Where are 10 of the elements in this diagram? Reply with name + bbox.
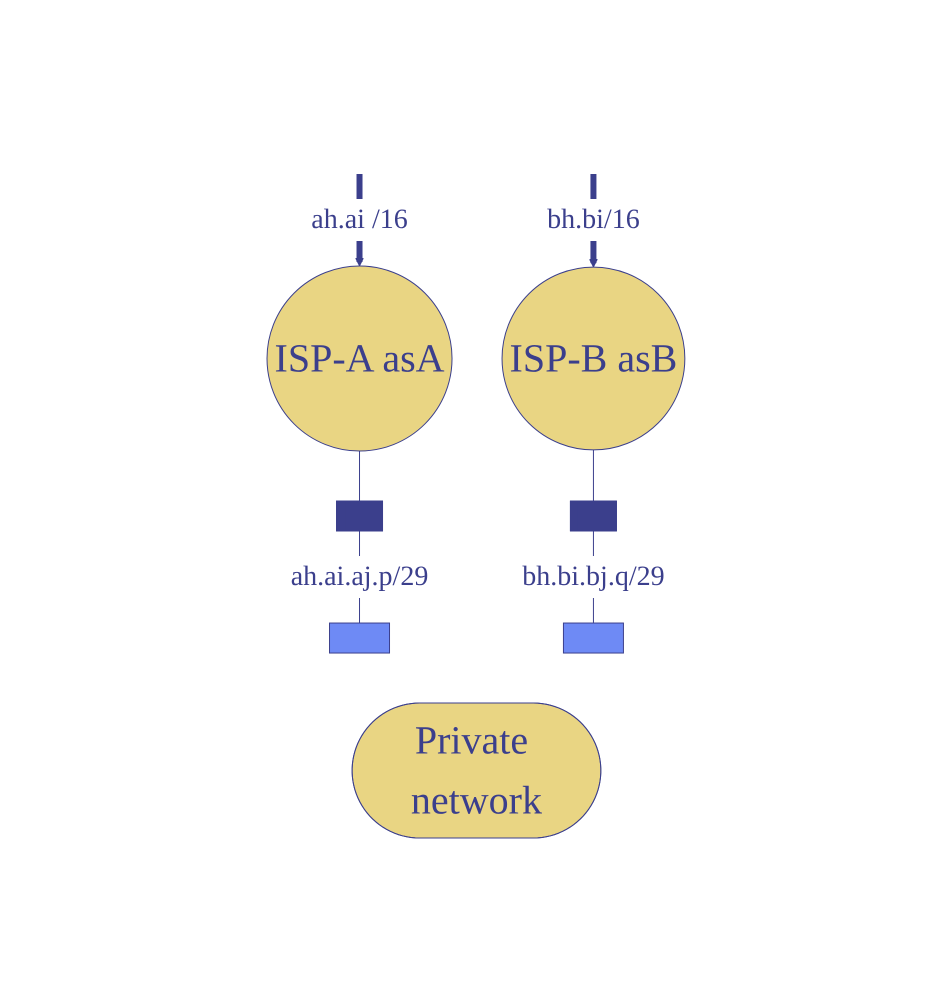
node-box	[328, 622, 390, 654]
connector	[592, 449, 594, 502]
connector	[358, 450, 360, 502]
edge-label: bh.bi.bj.q/29	[522, 561, 664, 592]
edge-label: ah.ai /16	[310, 204, 408, 235]
node-circle: ISP-B asB	[501, 266, 685, 450]
node-box	[562, 622, 624, 654]
edge-label: bh.bi/16	[546, 204, 640, 235]
edge-label: ah.ai.aj.p/29	[290, 561, 428, 592]
node-circle: ISP-A asA	[266, 265, 452, 452]
